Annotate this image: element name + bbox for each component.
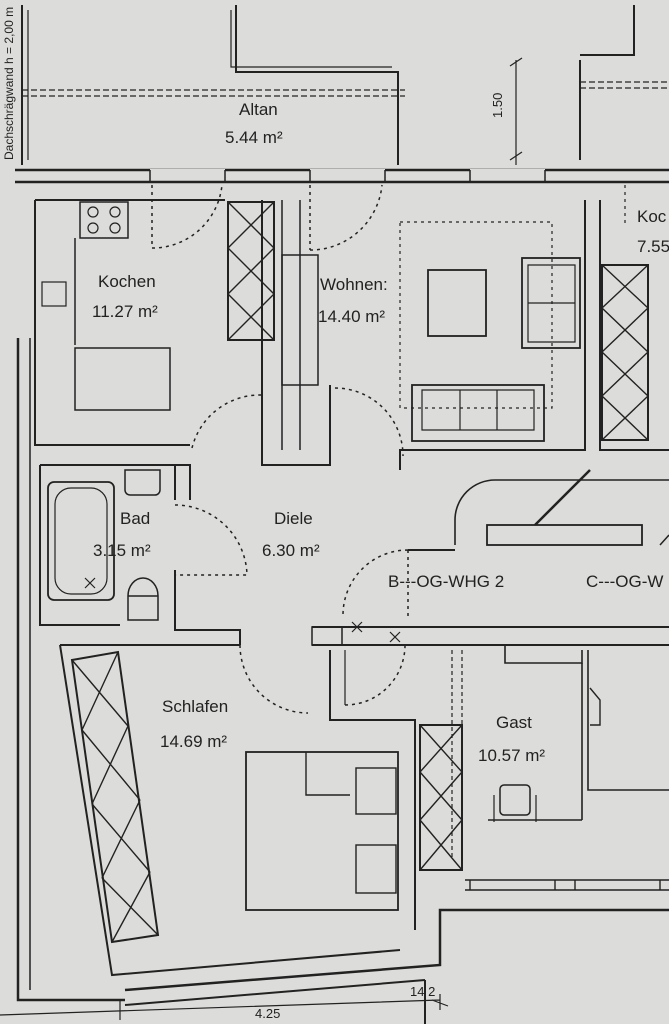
room-bad-area: 3.15 m² <box>93 541 151 560</box>
dim-bottom: 4.25 <box>255 1006 281 1021</box>
room-schlafen-name: Schlafen <box>162 697 229 716</box>
room-diele-area: 6.30 m² <box>262 541 320 560</box>
room-wohnen-name: Wohnen: <box>320 275 388 294</box>
room-gast-area: 10.57 m² <box>478 746 546 765</box>
room-altan-name: Altan <box>239 100 278 119</box>
room-schlafen-area: 14.69 m² <box>160 732 228 751</box>
room-gast-name: Gast <box>496 713 532 732</box>
room-kochen-area: 11.27 m² <box>92 302 158 321</box>
room-altan-area: 5.44 m² <box>225 128 283 147</box>
side-note: Dachschrägwand h = 2,00 m <box>2 6 16 160</box>
altan-outline <box>21 5 669 165</box>
dim-bottom-right: 14 2 <box>410 984 436 999</box>
room-koc-name: Koc <box>637 207 667 226</box>
room-kochen-name: Kochen <box>98 272 156 291</box>
room-koc-area: 7.55 <box>637 237 669 256</box>
unit-label-b: B---OG-WHG 2 <box>388 572 505 591</box>
room-wohnen-area: 14.40 m² <box>318 307 386 326</box>
dim-top: 1.50 <box>490 92 505 118</box>
room-diele-name: Diele <box>274 509 313 528</box>
unit-label-c: C---OG-W <box>586 572 664 591</box>
room-bad-name: Bad <box>120 509 151 528</box>
